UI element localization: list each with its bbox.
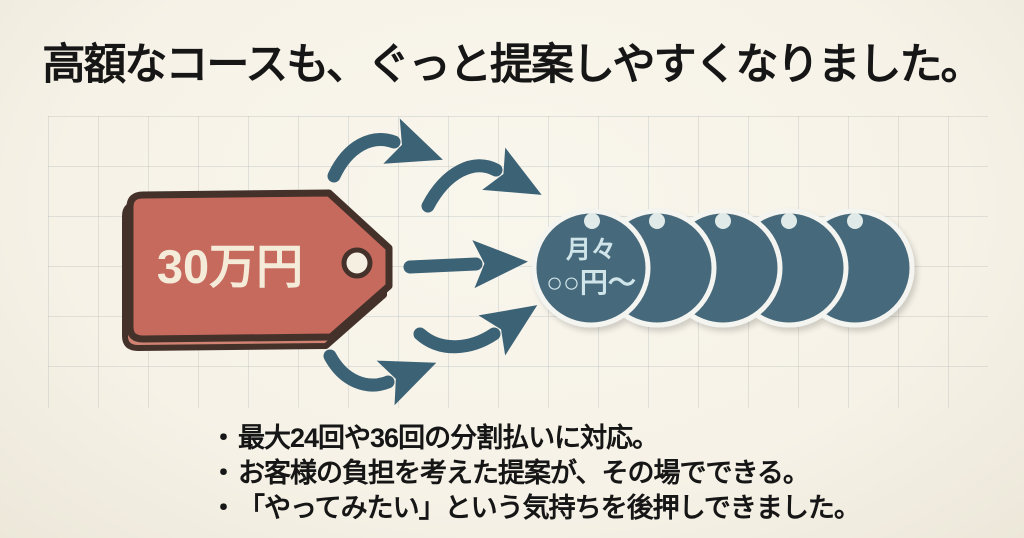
coin-hole bbox=[584, 213, 600, 229]
coin-hole bbox=[847, 213, 863, 229]
note-text: お客様の負担を考えた提案が、その場でできる。 bbox=[238, 458, 810, 488]
note-item: ・ 最大24回や36回の分割払いに対応。 bbox=[210, 421, 860, 456]
headline: 高額なコースも、ぐっと提案しやすくなりました。 bbox=[42, 41, 983, 89]
coin-hole bbox=[781, 213, 797, 229]
price-tag: 30万円 bbox=[122, 189, 393, 351]
monthly-tag-1: 月々 ○○円〜 bbox=[531, 208, 651, 328]
note-item: ・ お客様の負担を考えた提案が、その場でできる。 bbox=[210, 456, 860, 491]
arrow-lower bbox=[413, 305, 538, 356]
bullet-marker: ・ bbox=[210, 493, 237, 523]
monthly-tags: 月々 ○○円〜 bbox=[531, 208, 915, 328]
note-text: 最大24回や36回の分割払いに対応。 bbox=[238, 423, 659, 453]
note-text: 「やってみたい」という気持ちを後押しできました。 bbox=[238, 493, 861, 523]
price-tag-label: 30万円 bbox=[157, 240, 303, 293]
arrow-middle bbox=[403, 240, 528, 289]
coin-circle bbox=[531, 208, 651, 328]
note-item: ・ 「やってみたい」という気持ちを後押しできました。 bbox=[210, 491, 861, 526]
arrow-top-left bbox=[327, 118, 443, 183]
arrow-upper bbox=[421, 147, 542, 213]
arrows bbox=[323, 118, 542, 406]
price-tag-hole bbox=[341, 247, 373, 279]
monthly-tag-label-line2: ○○円〜 bbox=[546, 267, 636, 298]
arrow-bottom-left bbox=[323, 349, 437, 406]
bullet-marker: ・ bbox=[210, 458, 237, 488]
notes-list: ・ 最大24回や36回の分割払いに対応。 ・ お客様の負担を考えた提案が、その場… bbox=[210, 421, 861, 526]
bullet-marker: ・ bbox=[210, 423, 237, 453]
coin-hole bbox=[715, 213, 731, 229]
price-tag-body bbox=[126, 189, 393, 343]
monthly-tag-label-line1: 月々 bbox=[565, 236, 616, 264]
coin-hole bbox=[649, 213, 665, 229]
